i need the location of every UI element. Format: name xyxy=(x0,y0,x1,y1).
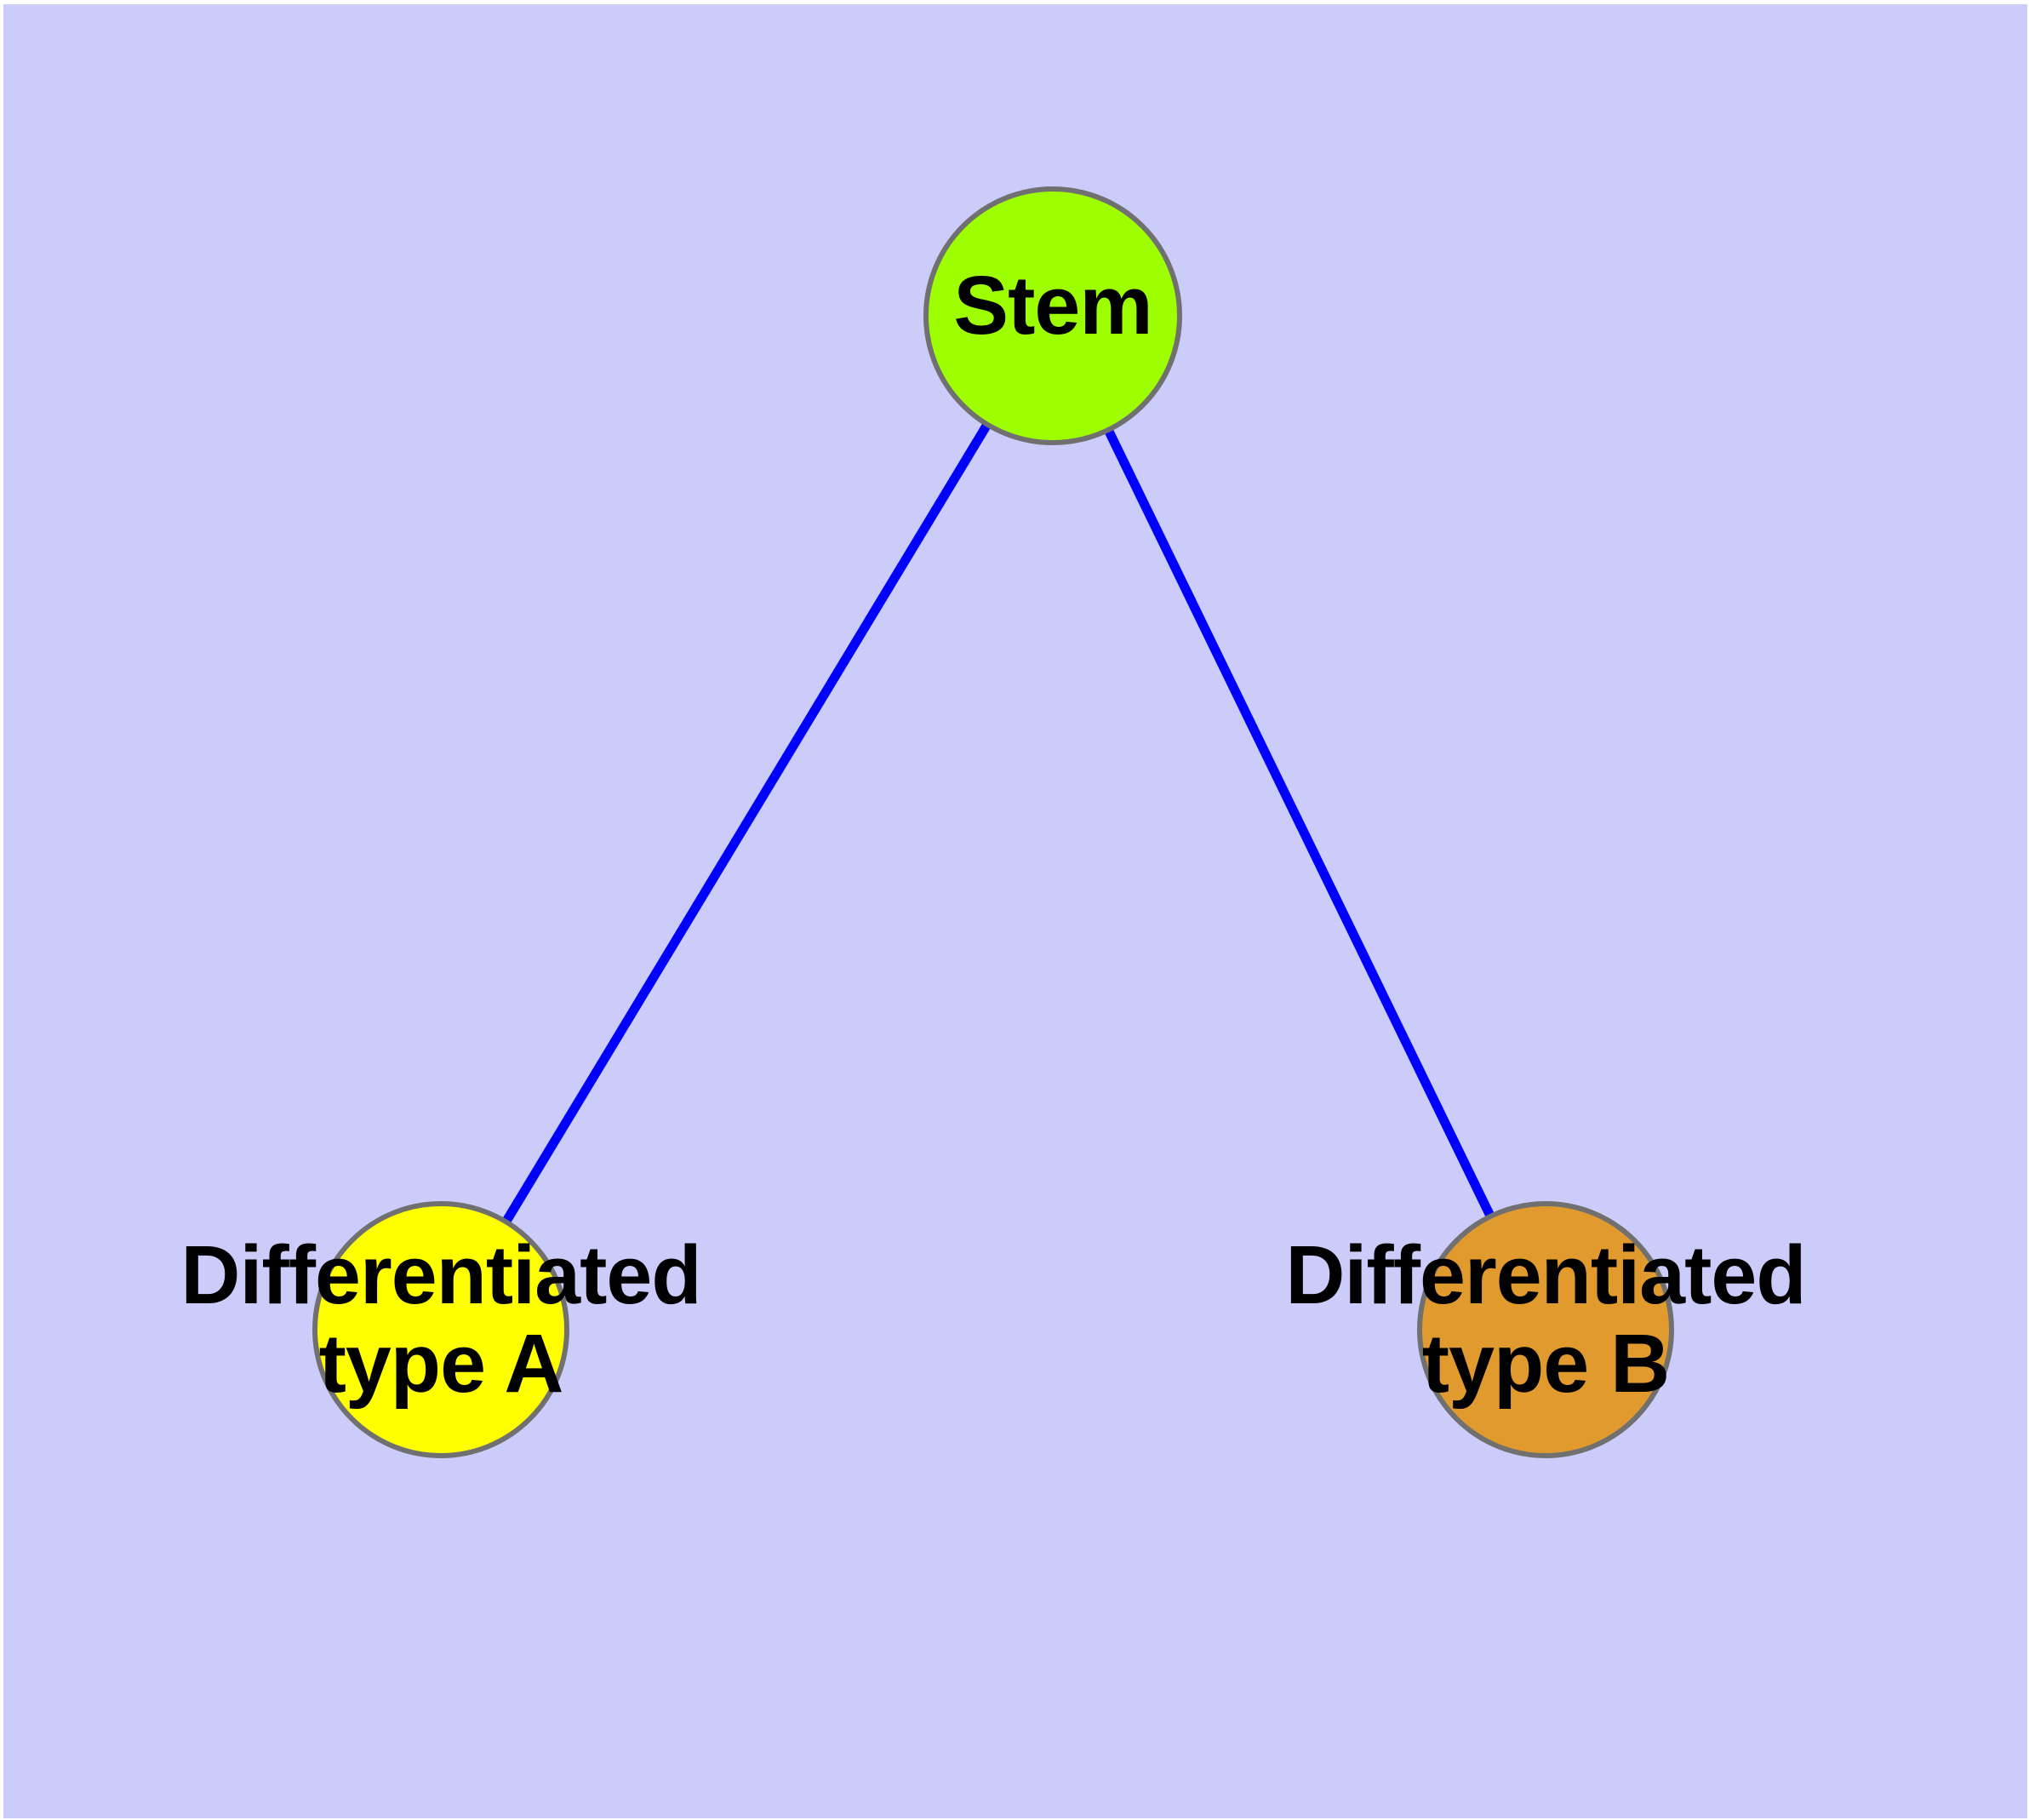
edge-stem-to-diff-a xyxy=(501,421,992,1225)
edge-layer xyxy=(501,421,1495,1225)
node-layer xyxy=(3,4,2027,1818)
graph-plot-area: Stem Differentiated type A Differentiate… xyxy=(3,4,2027,1818)
node-label-stem-line-1: Stem xyxy=(953,258,1152,352)
node-differentiated-type-b[interactable] xyxy=(1417,1201,1674,1458)
node-stem[interactable] xyxy=(923,186,1182,445)
node-label-stem: Stem xyxy=(41,258,2029,352)
node-label-differentiated-type-a: Differentiated type A xyxy=(0,1228,1453,1411)
edge-stem-to-diff-b xyxy=(1103,426,1495,1220)
node-label-diff-b-line-2: type B xyxy=(1421,1317,1670,1411)
node-label-diff-a-line-2: type A xyxy=(318,1317,564,1411)
node-label-diff-b-line-1: Differentiated xyxy=(1285,1228,1806,1321)
node-differentiated-type-a[interactable] xyxy=(312,1201,569,1458)
node-label-differentiated-type-b: Differentiated type B xyxy=(534,1228,2029,1411)
node-label-diff-a-line-1: Differentiated xyxy=(180,1228,701,1321)
label-layer: Stem Differentiated type A Differentiate… xyxy=(3,4,2027,1818)
